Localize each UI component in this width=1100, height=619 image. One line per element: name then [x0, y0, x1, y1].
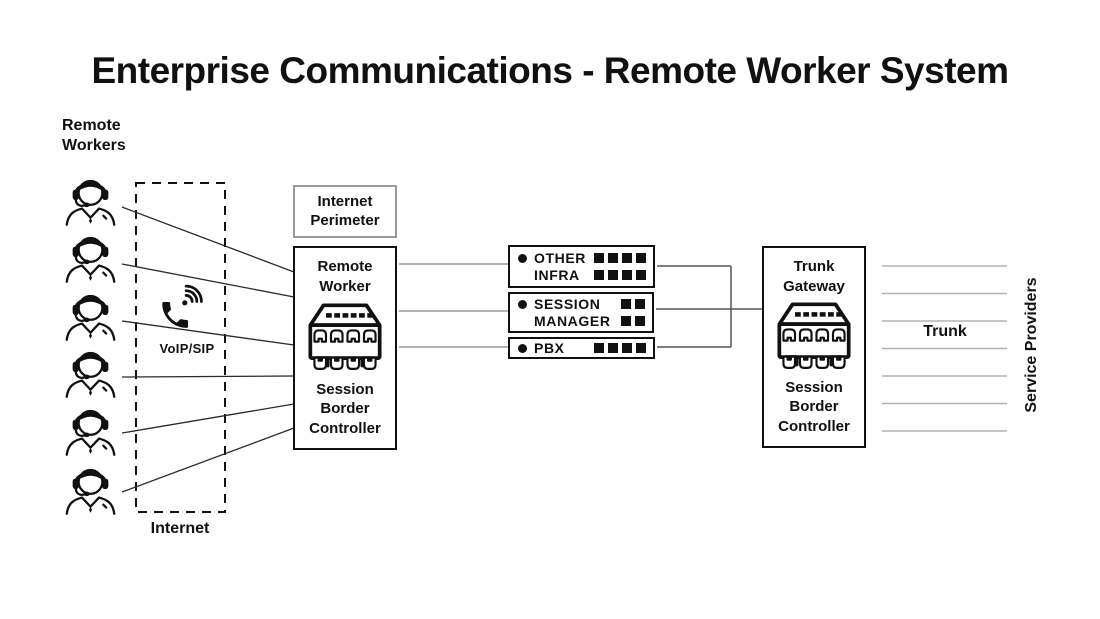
remote-worker-sbc-box: Remote Worker Session Border Controller [293, 246, 397, 450]
service-provider-trunk-lines [882, 265, 1007, 432]
server-label-line1: SESSION [534, 296, 601, 313]
led-dot [518, 253, 527, 263]
internet-perimeter-label: Internet Perimeter [310, 192, 380, 229]
vent-squares [594, 343, 646, 353]
voip-phone-signal-icon [157, 281, 207, 333]
worker-access-lines [121, 206, 295, 493]
diagram-title: Enterprise Communications - Remote Worke… [91, 50, 1009, 91]
service-providers-label: Service Providers [1023, 277, 1040, 413]
vent-squares [621, 299, 645, 310]
headset-worker-icon [62, 345, 119, 400]
remote-worker-label: Remote Worker [317, 258, 373, 295]
session-manager-server-box: SESSION MANAGER [508, 292, 654, 333]
led-dot [518, 343, 527, 353]
headset-worker-icon [62, 462, 119, 517]
server-label-line1: OTHER [534, 250, 586, 266]
session-border-controller-label: Session Border Controller [778, 378, 850, 435]
headset-worker-icon [62, 230, 119, 285]
trunk-label: Trunk [903, 323, 987, 341]
remote-workers-group-label: Remote Workers [62, 117, 126, 155]
voip-sip-label: VoIP/SIP [159, 341, 215, 356]
server-label-line2: INFRA [534, 267, 580, 283]
trunk-gateway-label: Trunk Gateway [783, 258, 845, 295]
vent-squares [621, 315, 645, 326]
sbc-switch-icon [304, 302, 386, 373]
headset-worker-icon [62, 173, 119, 228]
internet-perimeter-box: Internet Perimeter [293, 185, 397, 238]
vent-squares [594, 253, 646, 263]
server-label-line1: PBX [534, 340, 565, 356]
sbc-to-core-lines [399, 263, 508, 348]
other-infra-server-box: OTHER INFRA [508, 245, 655, 288]
headset-worker-icon [62, 403, 119, 458]
trunk-gateway-sbc-box: Trunk Gateway Session Border Controller [762, 246, 866, 448]
sbc-switch-icon [773, 301, 855, 372]
server-label-line2: MANAGER [534, 312, 611, 329]
session-border-controller-label: Session Border Controller [309, 380, 381, 437]
core-to-trunk-bus [656, 265, 762, 348]
vent-squares [594, 270, 646, 280]
headset-worker-icon [62, 288, 119, 343]
internet-zone-label: Internet [150, 520, 210, 537]
pbx-server-box: PBX [508, 337, 655, 359]
led-dot [518, 299, 527, 309]
